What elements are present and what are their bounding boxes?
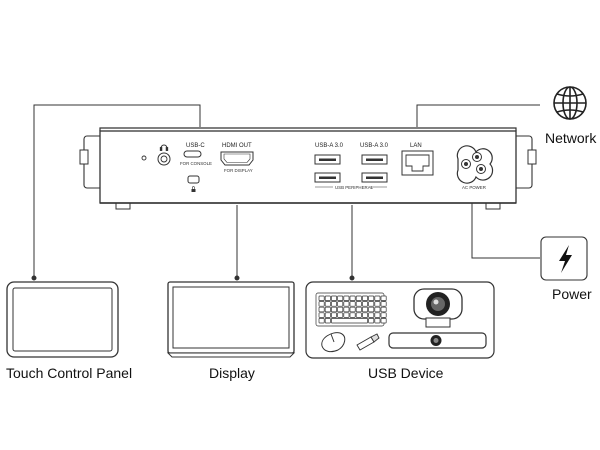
usb-peripheral-label: USB PERIPHERAL [335, 185, 374, 190]
usb-a-right-label: USB-A 3.0 [360, 143, 389, 149]
hdmi-sublabel: FOR DISPLAY [224, 168, 253, 173]
lan-port [401, 150, 434, 176]
usb-c-label: USB-C [186, 143, 205, 149]
network-caption: Network [545, 130, 597, 146]
headphone-icon [159, 144, 169, 151]
globe-icon [553, 86, 587, 120]
touch-panel-device [6, 281, 119, 358]
webcam-icon [413, 288, 463, 328]
usb-a-port-4 [361, 172, 388, 183]
power-caption: Power [552, 286, 592, 302]
ac-power-port [456, 145, 494, 184]
usb-a-left-label: USB-A 3.0 [315, 143, 344, 149]
lightning-bolt-icon [559, 245, 572, 273]
connection-lines [31, 104, 540, 281]
usb-stick-icon [356, 333, 380, 351]
keyboard-icon [315, 292, 387, 327]
lan-label: LAN [410, 143, 422, 149]
line-to-power [471, 202, 540, 259]
usb-device-panel [305, 281, 495, 359]
display-caption: Display [209, 365, 255, 381]
usb-c-sublabel: FOR CONSOLE [180, 161, 212, 166]
mouse-icon [321, 332, 346, 353]
lock-slot [187, 175, 200, 184]
hub-device: USB-C FOR CONSOLE HDMI OUT FOR DISPLAY U… [79, 127, 537, 210]
usb-a-port-2 [361, 154, 388, 165]
touch-panel-caption: Touch Control Panel [6, 365, 132, 381]
usb-a-port-1 [314, 154, 341, 165]
line-to-network [416, 104, 540, 127]
usb-device-caption: USB Device [368, 365, 444, 381]
status-led [141, 155, 147, 161]
display-device [166, 281, 296, 358]
hdmi-port [220, 151, 254, 166]
lock-icon [191, 186, 196, 192]
usb-c-port [183, 150, 202, 158]
soundbar-camera-icon [388, 332, 487, 349]
line-to-touch-panel [33, 104, 201, 278]
ac-power-label: AC POWER [462, 185, 486, 190]
hdmi-label: HDMI OUT [222, 143, 252, 149]
usb-a-port-3 [314, 172, 341, 183]
